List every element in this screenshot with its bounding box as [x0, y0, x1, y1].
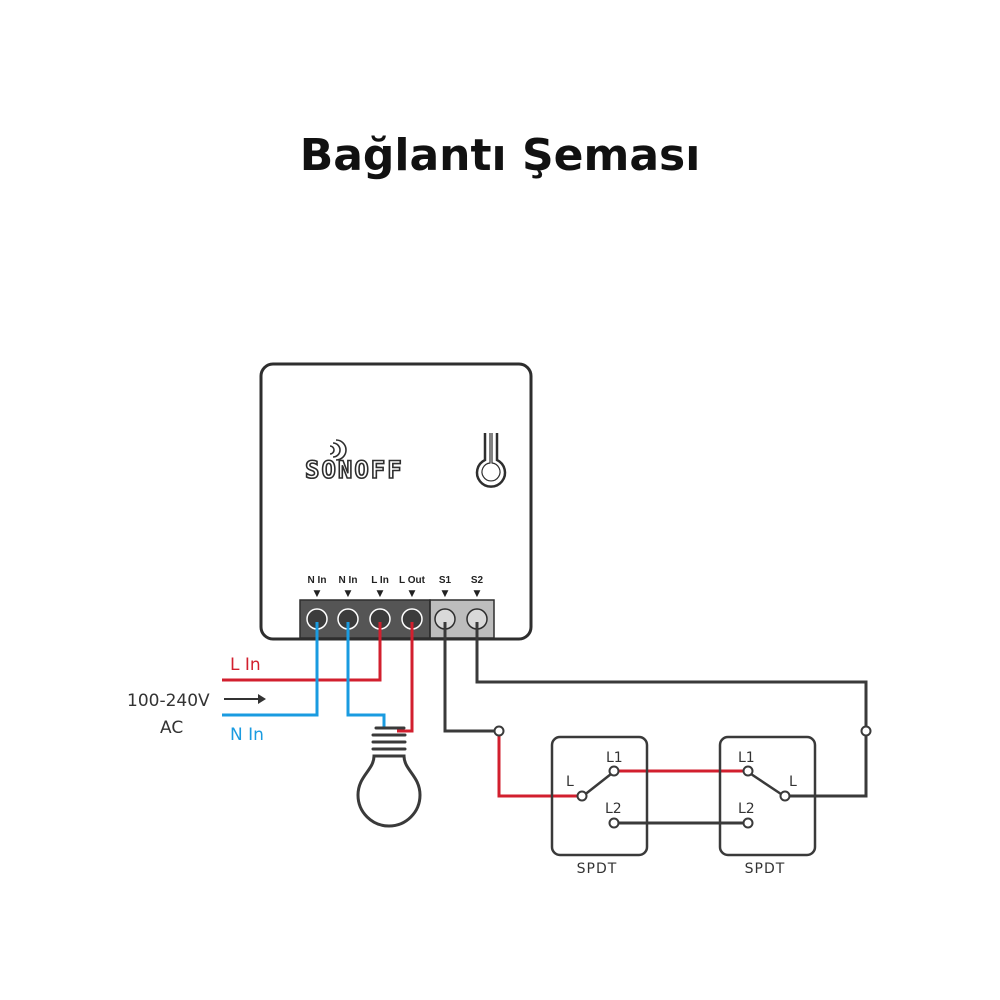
- spdt-switch-2: L1 L L2 SPDT: [718, 735, 817, 877]
- terminal-label-n-in-1: N In: [308, 575, 327, 586]
- switch-2-terminal-l1: [742, 765, 754, 777]
- terminal-label-n-in-2: N In: [339, 575, 358, 586]
- hanger-icon: [475, 433, 507, 488]
- arrow-right-icon: [224, 694, 266, 704]
- neutral-lamp-wire: [346, 622, 386, 728]
- brand-logo-text: SONOFF: [305, 456, 404, 484]
- voltage-label: 100-240V: [127, 691, 210, 711]
- wifi-signal-icon: [329, 439, 347, 461]
- switch-1-body: [550, 735, 649, 857]
- sonoff-logo: SONOFF: [304, 439, 404, 485]
- switch-1-terminal-l1: [608, 765, 620, 777]
- terminal-marker-1: ▼: [314, 589, 321, 599]
- neutral-in-label: N In: [230, 725, 264, 745]
- switch-2-lever: [750, 772, 785, 798]
- switch-1-terminal-l: [576, 790, 588, 802]
- switch-1-l2-label: L2: [605, 801, 622, 817]
- switch-2-type-label: SPDT: [745, 861, 786, 877]
- terminal-marker-5: ▼: [442, 589, 449, 599]
- light-bulb-icon: [356, 726, 422, 828]
- switch-1-terminal-l2: [608, 817, 620, 829]
- live-out-lamp-wire: [397, 622, 414, 733]
- s1-wire: [443, 622, 499, 733]
- switch-2-terminal-l2: [742, 817, 754, 829]
- neutral-in-wire: [222, 622, 319, 717]
- page-title: Bağlantı Şeması: [300, 130, 701, 181]
- terminal-marker-6: ▼: [474, 589, 481, 599]
- terminal-label-s2: S2: [471, 575, 484, 586]
- switch-1-lever: [582, 773, 612, 797]
- live-in-label: L In: [230, 655, 261, 675]
- spdt-switch-1: L1 L L2 SPDT: [550, 735, 649, 877]
- switch-2-terminal-l: [779, 790, 791, 802]
- live-in-wire: [222, 622, 382, 682]
- device-body: [259, 362, 533, 641]
- terminal-label-l-out: L Out: [399, 575, 426, 586]
- s1-switch-wire: [497, 731, 582, 798]
- terminal-marker-3: ▼: [377, 589, 384, 599]
- s2-wire: [475, 622, 868, 731]
- junction-s2: [860, 725, 872, 737]
- switch-2-l1-label: L1: [738, 750, 755, 766]
- switch-2-body: [718, 735, 817, 857]
- junction-s1: [493, 725, 505, 737]
- sonoff-device: SONOFF N In N In L In L Out S1 S2 ▼ ▼ ▼ …: [259, 362, 533, 641]
- terminal-markers: ▼ ▼ ▼ ▼ ▼ ▼: [314, 589, 481, 599]
- s2-switch-wire: [785, 731, 868, 798]
- terminal-screws: [306, 608, 488, 630]
- terminal-marker-2: ▼: [345, 589, 352, 599]
- wires: [222, 622, 868, 825]
- switch-1-l1-label: L1: [606, 750, 623, 766]
- voltage-type-label: AC: [160, 718, 183, 738]
- terminal-marker-4: ▼: [409, 589, 416, 599]
- switch-2-l2-label: L2: [738, 801, 755, 817]
- switch-2-l-label: L: [789, 774, 797, 790]
- switch-1-type-label: SPDT: [577, 861, 618, 877]
- terminal-label-l-in: L In: [371, 575, 389, 586]
- hanger-icon-inner: [481, 433, 501, 482]
- terminal-label-s1: S1: [439, 575, 452, 586]
- switch-1-l-label: L: [566, 774, 574, 790]
